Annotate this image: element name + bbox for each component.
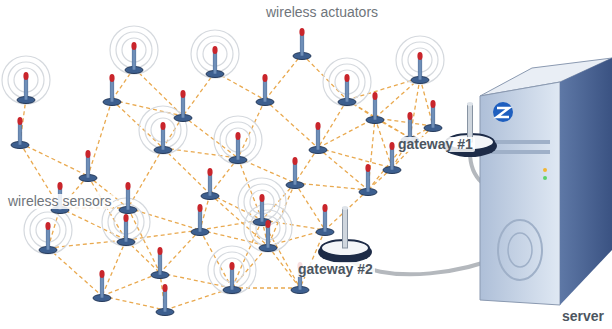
signal-ring <box>208 246 256 294</box>
area-label: wireless sensors <box>6 194 113 209</box>
mesh-links <box>20 54 433 310</box>
wireless-node <box>201 168 219 200</box>
mesh-link <box>20 143 88 176</box>
wireless-node <box>93 270 111 302</box>
signal-ring <box>244 204 292 252</box>
wireless-node <box>316 204 334 236</box>
mesh-link <box>295 183 325 230</box>
mesh-link <box>375 78 420 118</box>
wireless-node <box>117 214 135 246</box>
wireless-node <box>286 157 304 189</box>
wireless-node <box>125 42 143 74</box>
mesh-link <box>183 72 215 116</box>
mesh-link <box>48 248 102 296</box>
mesh-link <box>318 148 368 190</box>
mesh-link <box>262 183 295 220</box>
mesh-link <box>295 183 368 190</box>
server-label: server <box>560 309 606 324</box>
wireless-nodes <box>11 28 442 316</box>
mesh-link <box>163 148 210 194</box>
mesh-link <box>232 220 262 288</box>
mesh-link <box>126 230 200 240</box>
mesh-link <box>318 118 375 148</box>
gateway-label: gateway #1 <box>396 137 475 152</box>
wireless-node <box>359 164 377 196</box>
area-label: wireless actuators <box>264 5 380 20</box>
mesh-link <box>262 220 300 288</box>
wireless-node <box>151 247 169 279</box>
mesh-link <box>347 100 410 138</box>
mesh-link <box>134 68 183 116</box>
signal-ring <box>139 106 187 154</box>
wireless-node <box>154 122 172 154</box>
wireless-node <box>259 220 277 252</box>
wireless-node <box>411 52 429 84</box>
signal-ring <box>214 116 262 164</box>
wireless-node <box>119 182 137 214</box>
mesh-link <box>300 230 325 288</box>
gateway-label: gateway #2 <box>296 262 375 277</box>
wireless-node <box>17 72 35 104</box>
mesh-link <box>262 220 325 230</box>
mesh-link <box>200 230 268 246</box>
wireless-node <box>79 150 97 182</box>
server-tower <box>480 58 612 305</box>
wireless-node <box>424 100 442 132</box>
signal-ring <box>396 36 444 84</box>
wireless-node <box>156 284 174 316</box>
wireless-node <box>174 90 192 122</box>
wireless-node <box>338 74 356 106</box>
wireless-node <box>103 74 121 106</box>
wireless-node <box>366 92 384 124</box>
signal-ring <box>24 206 72 254</box>
signal-ring <box>110 26 158 74</box>
wireless-node <box>191 204 209 236</box>
wireless-node <box>256 74 274 106</box>
mesh-link <box>232 287 300 288</box>
wireless-node <box>223 262 241 294</box>
mesh-link <box>160 230 200 273</box>
wireless-node <box>11 117 29 149</box>
mesh-link <box>375 118 392 168</box>
mesh-link <box>265 100 318 148</box>
wireless-node <box>39 222 57 254</box>
wireless-node <box>309 122 327 154</box>
wireless-node <box>229 132 247 164</box>
mesh-link <box>88 100 112 176</box>
mesh-link <box>163 148 238 158</box>
mesh-link <box>302 54 347 100</box>
wireless-node <box>293 28 311 60</box>
signal-ring <box>2 56 50 104</box>
mesh-link <box>60 208 126 240</box>
signal-ring <box>323 58 371 106</box>
mesh-link <box>128 208 200 230</box>
signal-rings <box>2 26 444 294</box>
signal-ring <box>191 30 239 78</box>
mesh-link <box>265 54 302 100</box>
wireless-node <box>206 46 224 78</box>
